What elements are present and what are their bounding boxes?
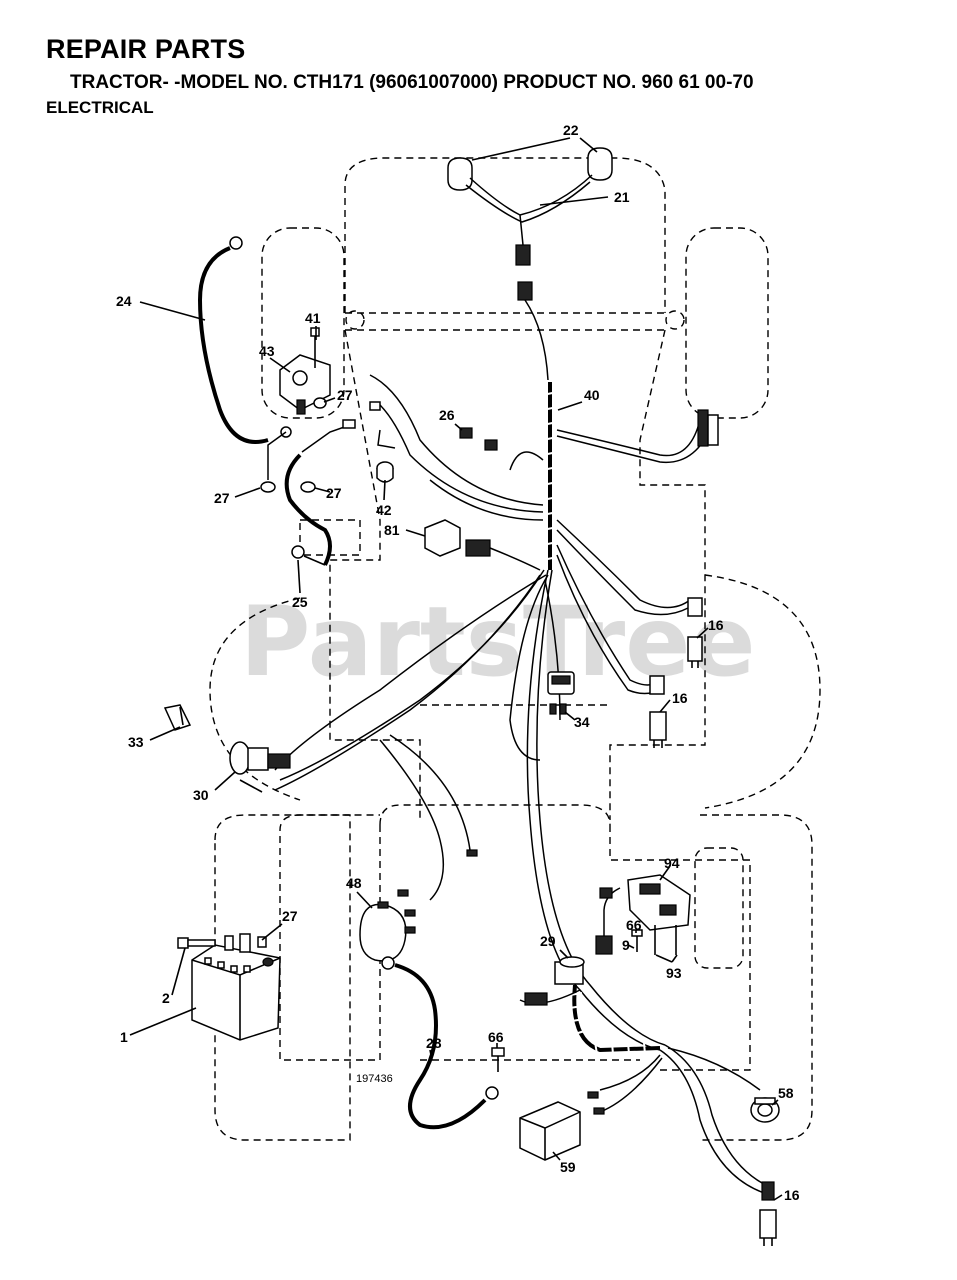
callout-labels: 22 21 24 41 43 27 26 40 27 27 42 81 25 1… bbox=[116, 122, 800, 1203]
callout-16: 16 bbox=[708, 617, 724, 633]
tractor-outline bbox=[209, 157, 821, 1141]
callout-26: 26 bbox=[439, 407, 455, 423]
callout-40: 40 bbox=[584, 387, 600, 403]
callout-48: 48 bbox=[346, 875, 362, 891]
connector-16-middle bbox=[649, 711, 667, 748]
model-line: TRACTOR- -MODEL NO. CTH171 (96061007000)… bbox=[70, 72, 754, 93]
callout-66: 66 bbox=[626, 917, 642, 933]
battery-cable-24 bbox=[197, 236, 292, 444]
callout-41: 41 bbox=[305, 310, 321, 326]
callout-2: 2 bbox=[162, 990, 170, 1006]
callout-30: 30 bbox=[193, 787, 209, 803]
callout-94: 94 bbox=[664, 855, 680, 871]
ground-cable-28 bbox=[381, 956, 499, 1130]
solenoid-29 bbox=[554, 887, 621, 985]
solenoid-43 bbox=[260, 327, 381, 566]
callout-59: 59 bbox=[560, 1159, 576, 1175]
screw-66-lower bbox=[491, 1047, 505, 1072]
callout-9: 9 bbox=[622, 937, 630, 953]
connector-16-upper bbox=[687, 636, 703, 668]
watermark: PartsTree bbox=[240, 586, 755, 698]
callout-29: 29 bbox=[540, 933, 556, 949]
relay-81 bbox=[424, 519, 541, 571]
callout-58: 58 bbox=[778, 1085, 794, 1101]
leader-lines bbox=[129, 137, 783, 1201]
connector-lower-left bbox=[524, 992, 605, 1115]
key-33 bbox=[163, 704, 192, 731]
callout-28: 28 bbox=[426, 1035, 442, 1051]
module-59 bbox=[519, 1101, 581, 1161]
section-title: ELECTRICAL bbox=[46, 98, 154, 117]
part-42 bbox=[376, 429, 396, 483]
callout-21: 21 bbox=[614, 189, 630, 205]
pto-switch-94 bbox=[627, 874, 691, 955]
bolt-2 bbox=[177, 933, 267, 953]
callout-33: 33 bbox=[128, 734, 144, 750]
connectors-26 bbox=[459, 427, 498, 451]
callout-66: 66 bbox=[488, 1029, 504, 1045]
sensor-58 bbox=[750, 1097, 780, 1123]
callout-16: 16 bbox=[672, 690, 688, 706]
switch-34 bbox=[547, 671, 575, 715]
callout-24: 24 bbox=[116, 293, 132, 309]
callout-27: 27 bbox=[337, 387, 353, 403]
callout-27: 27 bbox=[282, 908, 298, 924]
callout-93: 93 bbox=[666, 965, 682, 981]
callout-81: 81 bbox=[384, 522, 400, 538]
callout-22: 22 bbox=[563, 122, 579, 138]
page-title: REPAIR PARTS bbox=[46, 34, 246, 64]
callout-1: 1 bbox=[120, 1029, 128, 1045]
connector-16-lower bbox=[759, 1181, 777, 1246]
screw-66-upper bbox=[631, 929, 643, 952]
callout-27: 27 bbox=[326, 485, 342, 501]
callout-16: 16 bbox=[784, 1187, 800, 1203]
ignition-switch-30 bbox=[229, 741, 291, 793]
headlight-assembly bbox=[447, 147, 613, 381]
callout-27: 27 bbox=[214, 490, 230, 506]
part-48 bbox=[359, 849, 478, 962]
main-harness-40 bbox=[274, 374, 773, 1196]
callout-43: 43 bbox=[259, 343, 275, 359]
drawing-number: 197436 bbox=[356, 1073, 393, 1085]
battery-1 bbox=[191, 944, 281, 1041]
callout-42: 42 bbox=[376, 502, 392, 518]
callout-25: 25 bbox=[292, 594, 308, 610]
callout-34: 34 bbox=[574, 714, 590, 730]
